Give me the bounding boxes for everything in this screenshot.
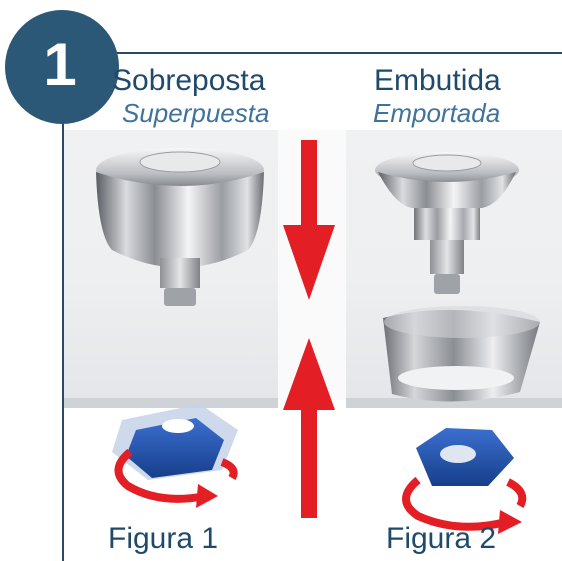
right-caption: Figura 2 xyxy=(386,522,497,555)
left-caption: Figura 1 xyxy=(108,522,219,555)
right-rotation-arrow xyxy=(402,476,507,531)
left-nut-hex xyxy=(126,418,224,478)
left-title: Sobreposta xyxy=(112,64,266,97)
left-panel-edge xyxy=(64,398,278,408)
step-number-badge: 1 xyxy=(5,10,119,124)
left-rotation-arrow-tail xyxy=(220,458,238,481)
right-button-tip xyxy=(434,274,460,294)
right-button-dome xyxy=(378,172,516,208)
left-rotation-arrowhead xyxy=(196,484,218,508)
recessed-button-illustration xyxy=(375,152,519,294)
right-nut-illustration xyxy=(402,428,527,534)
left-nut-hole xyxy=(162,419,194,433)
right-title: Embutida xyxy=(374,64,501,97)
right-nut-hole xyxy=(440,445,476,463)
right-rotation-arrow-tail xyxy=(506,478,527,508)
up-arrow-head xyxy=(283,338,335,410)
left-nut-illustration xyxy=(112,404,238,508)
left-button-top xyxy=(139,151,221,173)
step-number: 1 xyxy=(43,30,77,98)
frame-top-line xyxy=(62,52,562,54)
right-panel-edge xyxy=(346,398,562,408)
right-subtitle: Emportada xyxy=(373,98,501,128)
up-arrow-shaft xyxy=(301,408,317,518)
surface-button-illustration xyxy=(96,148,264,306)
chrome-ring-illustration xyxy=(383,306,540,402)
down-arrow-shaft xyxy=(301,140,317,230)
ring-top-rim xyxy=(384,306,540,338)
right-button-sleeve xyxy=(414,208,480,240)
assembly-arrows xyxy=(283,140,335,518)
right-rotation-arrowhead xyxy=(498,510,522,534)
left-button-tip xyxy=(164,288,196,306)
right-button-thread xyxy=(430,240,464,274)
left-subtitle: Superpuesta xyxy=(122,98,270,128)
right-button-top xyxy=(412,154,482,172)
left-rotation-arrow xyxy=(114,448,206,503)
left-button-body xyxy=(96,172,264,268)
ring-inner-opening xyxy=(398,366,514,390)
left-button-thread xyxy=(160,258,200,288)
frame-left-line xyxy=(62,52,64,561)
down-arrow-head xyxy=(283,225,335,300)
